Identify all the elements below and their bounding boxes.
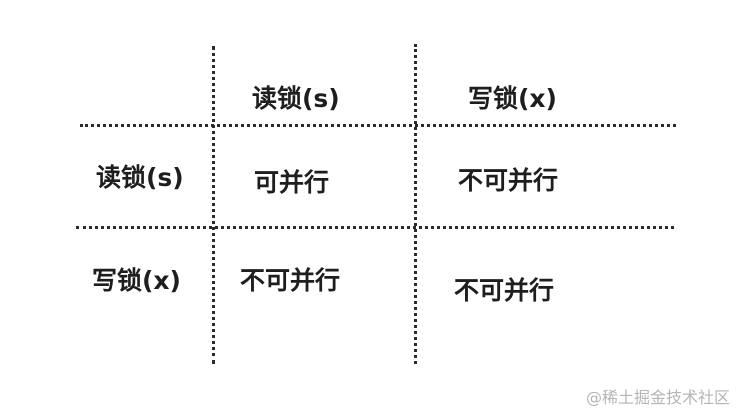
- cell-read-read: 可并行: [254, 168, 330, 197]
- row-label-read-lock: 读锁(s): [96, 163, 184, 192]
- horizontal-divider-2: [76, 226, 674, 229]
- vertical-divider-2: [414, 44, 417, 364]
- vertical-divider-1: [212, 46, 215, 364]
- row-label-write-lock: 写锁(x): [92, 266, 181, 295]
- header-write-lock: 写锁(x): [468, 84, 557, 113]
- cell-read-write: 不可并行: [458, 166, 559, 195]
- header-read-lock: 读锁(s): [252, 84, 340, 113]
- cell-write-read: 不可并行: [240, 266, 341, 295]
- cell-write-write: 不可并行: [454, 276, 555, 305]
- watermark-text: @稀土掘金技术社区: [585, 388, 730, 407]
- horizontal-divider-1: [80, 124, 676, 127]
